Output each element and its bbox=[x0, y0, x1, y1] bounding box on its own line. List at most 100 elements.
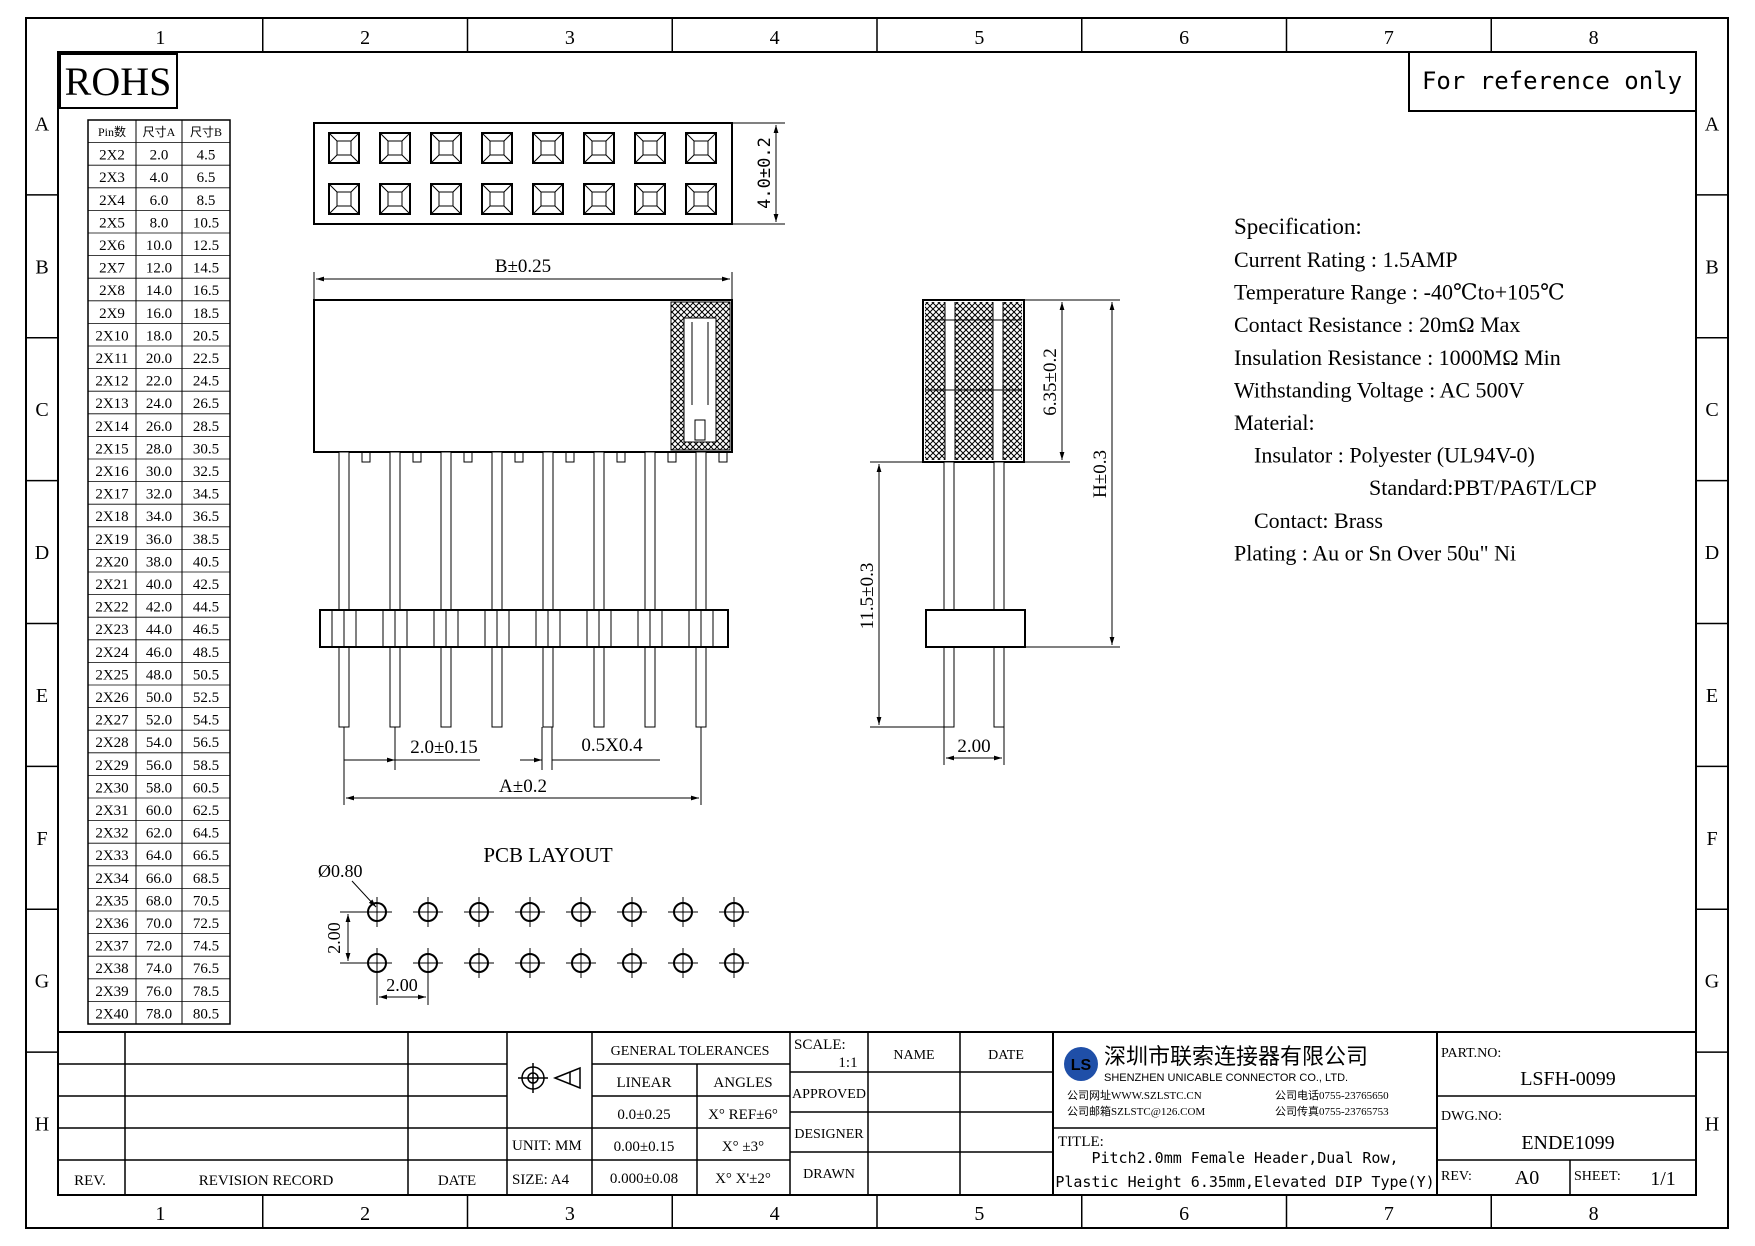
dwg-no: ENDE1099 bbox=[1521, 1132, 1614, 1154]
pin-table-cell: 2X17 bbox=[95, 487, 129, 503]
pin-table-cell: 74.0 bbox=[146, 961, 172, 977]
pin-table-cell: 4.5 bbox=[197, 148, 216, 164]
pin-table-cell: 2X16 bbox=[95, 464, 129, 480]
tolerance-angle: X° ±3° bbox=[722, 1139, 764, 1155]
pin-table-cell: 54.5 bbox=[193, 713, 219, 729]
sheet-value: 1/1 bbox=[1650, 1168, 1676, 1190]
pin-table-cell: 14.5 bbox=[193, 261, 219, 277]
pin-table-cell: 60.5 bbox=[193, 780, 219, 796]
pin-table-cell: 64.5 bbox=[193, 826, 219, 842]
pin-table-cell: 28.5 bbox=[193, 419, 219, 435]
pin-table-cell: 2X34 bbox=[95, 871, 129, 887]
pin-table-cell: 46.5 bbox=[193, 622, 219, 638]
pin-table-cell: 2X26 bbox=[95, 690, 129, 706]
pin-table-cell: 2X29 bbox=[95, 758, 128, 774]
pin-table-cell: 50.0 bbox=[146, 690, 172, 706]
pin-table-cell: 66.5 bbox=[193, 848, 219, 864]
title-label: TITLE: bbox=[1058, 1134, 1104, 1150]
dim-pin-size: 0.5X0.4 bbox=[581, 735, 643, 756]
column-label: 4 bbox=[770, 27, 780, 49]
dim-side-body: 6.35±0.2 bbox=[1040, 348, 1061, 415]
pin-table-cell: 2X20 bbox=[95, 554, 128, 570]
pin-table-cell: 2X11 bbox=[96, 351, 129, 367]
pin-table-cell: 30.0 bbox=[146, 464, 172, 480]
spec-line: Insulator : Polyester (UL94V-0) bbox=[1254, 443, 1535, 468]
rev-value: A0 bbox=[1515, 1167, 1539, 1189]
pin-table-cell: 2X14 bbox=[95, 419, 129, 435]
row-label: G bbox=[35, 971, 49, 993]
pin-table-cell: 6.0 bbox=[150, 193, 169, 209]
pcb-title: PCB LAYOUT bbox=[483, 843, 613, 867]
pin-table-cell: 52.0 bbox=[146, 713, 172, 729]
row-label: G bbox=[1705, 971, 1719, 993]
spec-line: Temperature Range : -40℃to+105℃ bbox=[1234, 280, 1565, 305]
pin-table-header: 尺寸B bbox=[190, 125, 222, 139]
row-label: D bbox=[1705, 542, 1719, 564]
unit-label: UNIT: MM bbox=[512, 1138, 582, 1154]
spec-line: Contact: Brass bbox=[1254, 508, 1383, 533]
scale-value: 1:1 bbox=[838, 1055, 857, 1071]
pin-table-cell: 48.5 bbox=[193, 645, 219, 661]
pin-table-cell: 34.5 bbox=[193, 487, 219, 503]
pin-table-cell: 12.5 bbox=[193, 238, 219, 254]
pin-table-cell: 78.0 bbox=[146, 1006, 172, 1022]
pcb-hole-dim: Ø0.80 bbox=[318, 861, 363, 881]
tolerance-linear: 0.000±0.08 bbox=[610, 1171, 678, 1187]
pin-table-cell: 70.5 bbox=[193, 893, 219, 909]
row-label: H bbox=[35, 1114, 49, 1136]
front-view: B±0.25 2.0±0.15 0.5X0.4 A±0.2 bbox=[313, 256, 733, 805]
pin-table-cell: 2X13 bbox=[95, 396, 128, 412]
pin-table-cell: 2X31 bbox=[95, 803, 128, 819]
pin-table-cell: 22.5 bbox=[193, 351, 219, 367]
dim-b: B±0.25 bbox=[495, 256, 551, 277]
pin-table-cell: 34.0 bbox=[146, 509, 172, 525]
pin-table-cell: 2X33 bbox=[95, 848, 128, 864]
pin-table-cell: 42.5 bbox=[193, 577, 219, 593]
spec-line: Standard:PBT/PA6T/LCP bbox=[1369, 475, 1597, 500]
pcb-pitch-h: 2.00 bbox=[386, 975, 418, 995]
pin-table-cell: 14.0 bbox=[146, 283, 172, 299]
pin-table-cell: 50.5 bbox=[193, 667, 219, 683]
pin-table-cell: 44.5 bbox=[193, 600, 219, 616]
dim-side-tail: 11.5±0.3 bbox=[857, 563, 878, 630]
pin-table-cell: 16.5 bbox=[193, 283, 219, 299]
pin-table-cell: 2X21 bbox=[95, 577, 128, 593]
pin-table-cell: 20.0 bbox=[146, 351, 172, 367]
column-label: 2 bbox=[360, 27, 370, 49]
pin-table-cell: 76.5 bbox=[193, 961, 219, 977]
pin-table-cell: 54.0 bbox=[146, 735, 172, 751]
pin-table-cell: 64.0 bbox=[146, 848, 172, 864]
pin-table-cell: 2X15 bbox=[95, 441, 128, 457]
pin-table-cell: 78.5 bbox=[193, 984, 219, 1000]
spec-title: Specification: bbox=[1234, 214, 1362, 239]
dim-a: A±0.2 bbox=[499, 776, 547, 797]
tolerance-angle: X° REF±6° bbox=[708, 1107, 778, 1123]
column-label: 1 bbox=[155, 1203, 165, 1225]
tolerance-linear: 0.0±0.25 bbox=[617, 1107, 670, 1123]
dim-top-height: 4.0±0.2 bbox=[755, 137, 775, 209]
dwg-no-label: DWG.NO: bbox=[1441, 1109, 1502, 1124]
sheet-label: SHEET: bbox=[1574, 1169, 1621, 1184]
general-tolerances-label: GENERAL TOLERANCES bbox=[611, 1044, 770, 1059]
column-label: 7 bbox=[1384, 1203, 1394, 1225]
company-fax: 公司传真0755-23765753 bbox=[1275, 1104, 1389, 1118]
pin-table-cell: 72.0 bbox=[146, 939, 172, 955]
title-line-1: Pitch2.0mm Female Header,Dual Row, bbox=[1091, 1149, 1398, 1167]
pin-table-cell: 2X23 bbox=[95, 622, 128, 638]
pin-table-cell: 44.0 bbox=[146, 622, 172, 638]
row-label: A bbox=[35, 113, 50, 135]
part-no: LSFH-0099 bbox=[1520, 1068, 1616, 1090]
scale-label: SCALE: bbox=[794, 1037, 846, 1053]
row-label: C bbox=[35, 399, 48, 421]
size-label: SIZE: A4 bbox=[512, 1172, 570, 1188]
title-block bbox=[58, 1031, 1696, 1195]
pin-table-cell: 2.0 bbox=[150, 148, 169, 164]
column-label: 8 bbox=[1589, 1203, 1599, 1225]
row-label: D bbox=[35, 542, 49, 564]
pin-table-cell: 32.5 bbox=[193, 464, 219, 480]
pin-table-cell: 20.5 bbox=[193, 328, 219, 344]
dim-side-pitch: 2.00 bbox=[957, 736, 990, 757]
spec-line: Current Rating : 1.5AMP bbox=[1234, 247, 1458, 272]
tolerance-linear: 0.00±0.15 bbox=[614, 1139, 675, 1155]
